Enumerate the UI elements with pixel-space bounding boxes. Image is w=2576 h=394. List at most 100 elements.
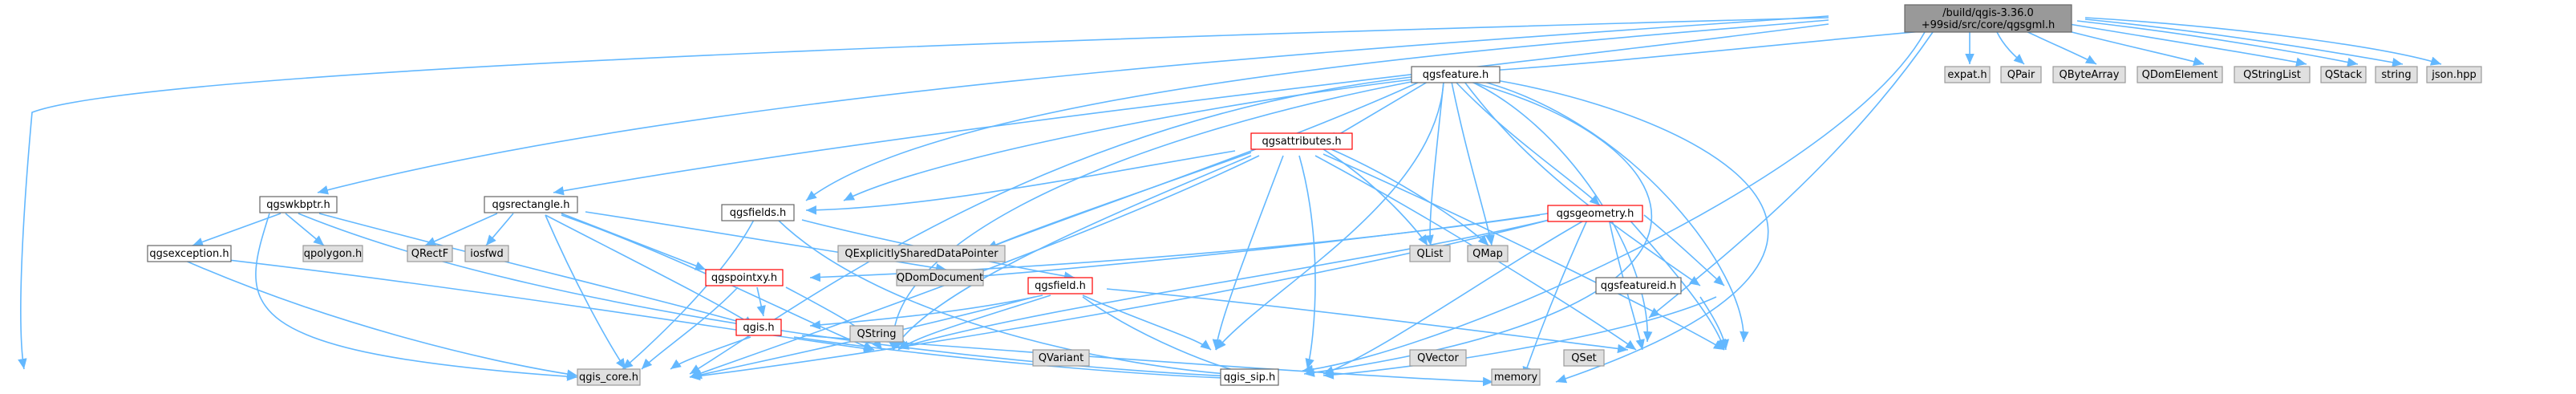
svg-text:QVariant: QVariant (1039, 352, 1083, 364)
edge-qgis-qgis-sip (793, 336, 1254, 384)
svg-text:qgsfeature.h: qgsfeature.h (1423, 69, 1489, 81)
edge-qgsfeature-qstring (887, 79, 1420, 351)
node-qgsfeature[interactable]: qgsfeature.h (1411, 66, 1501, 83)
node-qgsattributes[interactable]: qgsattributes.h (1250, 132, 1353, 150)
svg-text:memory: memory (1494, 372, 1538, 384)
svg-text:QStringList: QStringList (2243, 69, 2301, 81)
node-qgis-core[interactable]: qgis_core.h (577, 368, 641, 386)
svg-text:QExplicitlySharedDataPointer: QExplicitlySharedDataPointer (844, 248, 998, 260)
edge-qgswkbptr-qgsexception (192, 213, 281, 246)
dependency-edges (18, 15, 2442, 387)
svg-text:qgis_core.h: qgis_core.h (579, 372, 638, 384)
edge-qgsattributes-qexplicitly (986, 152, 1252, 250)
edge-root-qvector (1648, 31, 1934, 319)
edge-qgsfeature-qvector (1464, 78, 1653, 343)
edge-root-qgswkbptr (317, 15, 1829, 195)
edge-qgspointxy-qgis-core (641, 286, 739, 370)
node-qmap[interactable]: QMap (1467, 245, 1509, 262)
edge-root-qstringlist (2068, 23, 2307, 67)
node-qstack[interactable]: QStack (2320, 66, 2367, 83)
edge-qgsgeometry-qgsfeatureid (1643, 214, 1725, 286)
edge-qgsattributes-qmap (1331, 148, 1489, 246)
svg-text:QString: QString (857, 328, 896, 340)
edge-qgsfeature-qgsattributes (1326, 81, 1428, 142)
edge-root-jsonhpp (2084, 17, 2442, 66)
svg-text:expat.h: expat.h (1947, 69, 1987, 81)
node-qgsexception[interactable]: qgsexception.h (147, 245, 232, 262)
node-string[interactable]: string (2375, 66, 2418, 83)
svg-text:iosfwd: iosfwd (470, 248, 504, 260)
node-qgsfield[interactable]: qgsfield.h (1027, 277, 1093, 294)
edge-qgis-memory (801, 335, 1494, 387)
svg-text:qgsrectangle.h: qgsrectangle.h (492, 199, 569, 211)
edge-qgsfeature-memory (1464, 75, 1769, 384)
node-qgsgeometry[interactable]: qgsgeometry.h (1547, 205, 1643, 222)
node-qrectf[interactable]: QRectF (407, 245, 453, 262)
edge-qgsexception-qstring (200, 256, 875, 353)
node-qpair[interactable]: QPair (2000, 66, 2042, 83)
edge-root-qbytearray (2020, 28, 2097, 65)
node-qgsrectangle[interactable]: qgsrectangle.h (484, 196, 578, 213)
edge-qgsgeometry-qgis-sip (1322, 217, 1589, 375)
svg-text:QRectF: QRectF (411, 248, 448, 260)
svg-text:qgsexception.h: qgsexception.h (149, 248, 229, 260)
svg-text:QPair: QPair (2007, 69, 2035, 81)
node-qgspointxy[interactable]: qgspointxy.h (705, 269, 784, 286)
edge-qgsattributes-qset (1322, 153, 1725, 351)
edge-qgsfield-qgis-core (691, 296, 1035, 380)
edge-qgsfeature-qlist (1424, 81, 1444, 246)
edge-root-qgsfields (805, 19, 1829, 201)
node-qvector[interactable]: QVector (1409, 349, 1467, 367)
node-qgis-sip[interactable]: qgis_sip.h (1220, 368, 1279, 386)
edge-qgswkbptr-qgis (318, 213, 755, 327)
edge-qgsfeature-qset (1464, 76, 1749, 343)
svg-text:QMap: QMap (1472, 248, 1503, 260)
svg-text:QList: QList (1417, 248, 1444, 260)
node-jsonhpp[interactable]: json.hpp (2426, 66, 2482, 83)
node-qgswkbptr[interactable]: qgswkbptr.h (259, 196, 338, 213)
node-iosfwd[interactable]: iosfwd (464, 245, 509, 262)
edge-qgsattributes-qgis-sip (1298, 155, 1316, 370)
node-qgsfields[interactable]: qgsfields.h (721, 204, 795, 221)
node-qdomdocument[interactable]: QDomDocument (896, 269, 984, 286)
node-qpolygon[interactable]: qpolygon.h (302, 245, 363, 262)
node-qvariant[interactable]: QVariant (1032, 349, 1090, 367)
node-qlist[interactable]: QList (1409, 245, 1451, 262)
node-memory[interactable]: memory (1491, 368, 1541, 386)
node-qgsfeatureid[interactable]: qgsfeatureid.h (1595, 277, 1682, 294)
node-qbytearray[interactable]: QByteArray (2052, 66, 2126, 83)
root-line2: +99sid/src/core/qgsgml.h (1922, 19, 2056, 31)
svg-text:qgsfeatureid.h: qgsfeatureid.h (1601, 280, 1676, 292)
node-qset[interactable]: QSet (1563, 349, 1605, 367)
edge-qgsgeometry-qdomdocument (962, 213, 1549, 282)
graph-nodes: /build/qgis-3.36.0 +99sid/src/core/qgsgm… (147, 4, 2482, 386)
node-expat[interactable]: expat.h (1944, 66, 1991, 83)
svg-text:QDomElement: QDomElement (2142, 69, 2218, 81)
edge-root-string (2084, 18, 2404, 67)
edge-qgsexception-qgis-core (176, 256, 578, 379)
edge-qgsfields-qgis-sip (777, 219, 1252, 380)
node-qdomelement[interactable]: QDomElement (2137, 66, 2223, 83)
edge-root-qgsrectangle (553, 23, 1829, 196)
edge-qgsfeature-qgsfeatureid (1464, 81, 1701, 286)
node-qstringlist[interactable]: QStringList (2234, 66, 2311, 83)
svg-text:qgis_sip.h: qgis_sip.h (1224, 372, 1275, 384)
edge-qgsfield-qgis-sip (1082, 296, 1257, 379)
node-root-qgsgml[interactable]: /build/qgis-3.36.0 +99sid/src/core/qgsgm… (1904, 4, 2072, 33)
node-qstring[interactable]: QString (849, 325, 904, 343)
edge-root-qpair (1996, 31, 2025, 65)
svg-text:qgsfields.h: qgsfields.h (730, 207, 786, 219)
svg-text:qgis.h: qgis.h (743, 322, 774, 334)
edge-qgsrectangle-qrectf (424, 213, 498, 246)
edge-qgsfeatureid-qgis-sip (1322, 296, 1717, 380)
node-qexplicitly[interactable]: QExplicitlySharedDataPointer (837, 245, 1006, 262)
svg-text:qgsgeometry.h: qgsgeometry.h (1557, 208, 1634, 220)
edge-qgsfeature-qvariant (1215, 81, 1444, 351)
node-qgis[interactable]: qgis.h (735, 319, 782, 336)
edge-qgsgeometry-memory (1522, 217, 1589, 378)
edge-qgsrectangle-iosfwd (485, 213, 514, 246)
edge-qgsfield-qvector (1106, 288, 1629, 354)
edge-root-qgis-sip (1302, 31, 1926, 375)
edge-qgsattributes-qlist (1322, 148, 1428, 246)
